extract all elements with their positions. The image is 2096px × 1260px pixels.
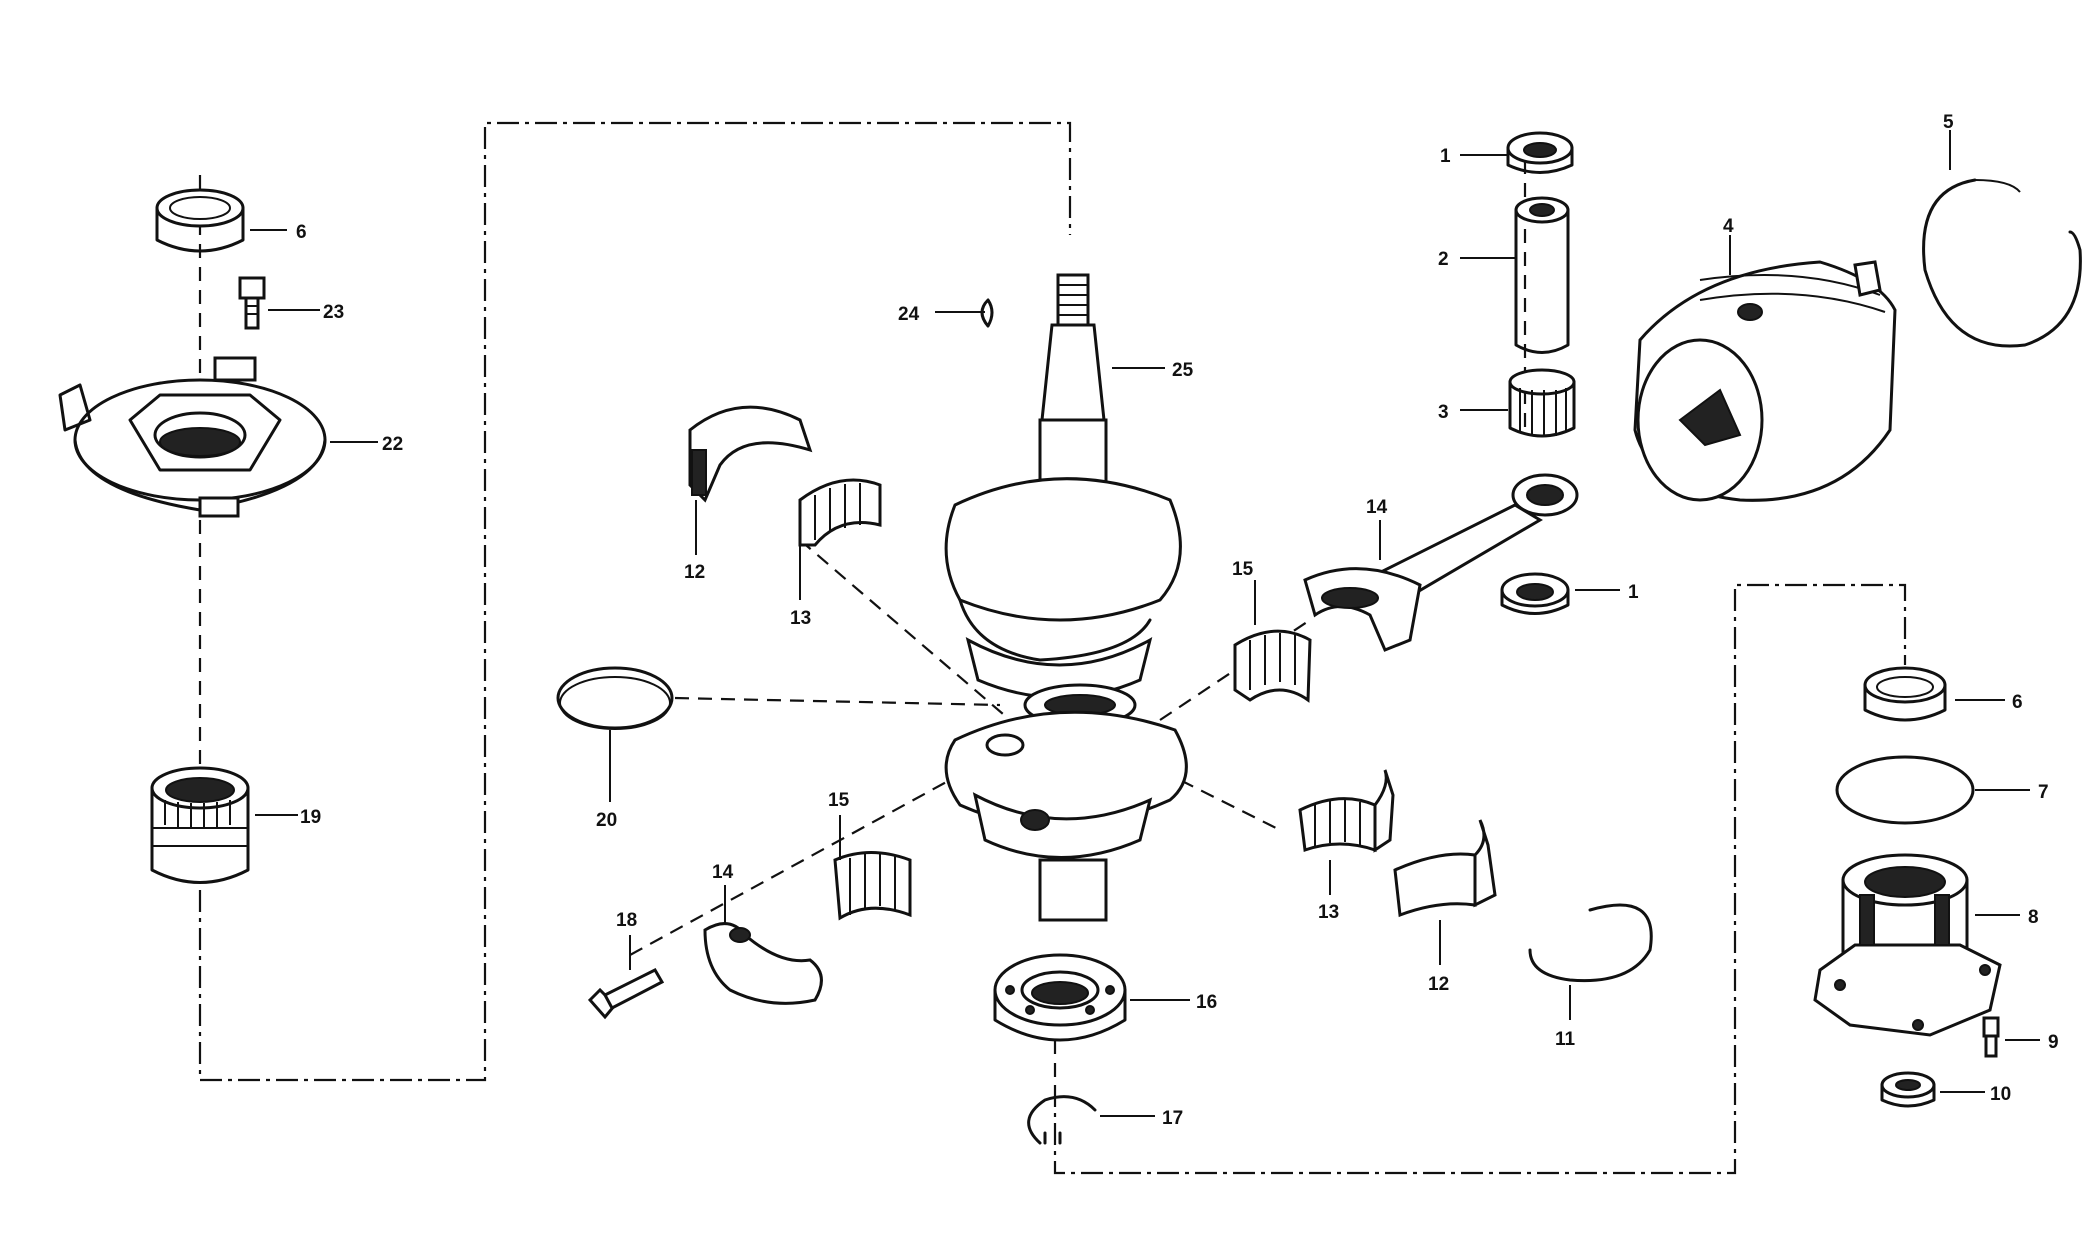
bearing-cage-12-lower [1393, 819, 1497, 918]
key-24 [980, 298, 994, 328]
needle-bearing-3 [1508, 368, 1576, 438]
leader-lines [250, 130, 2040, 1117]
callout-7-o-ring: 7 [2038, 782, 2049, 803]
rod-cap-14 [703, 922, 823, 1005]
callout-5-ring: 5 [1943, 112, 1954, 133]
callout-6-seal-right: 6 [2012, 692, 2023, 713]
callout-14-rod: 14 [1366, 497, 1388, 518]
callout-2-pin: 2 [1438, 249, 1449, 270]
piston-ring-5 [1922, 178, 2082, 348]
retainer-plate-22 [58, 356, 327, 518]
callout-18-bolt: 18 [616, 910, 637, 931]
bearing-19 [150, 766, 250, 884]
callout-15-upper: 15 [1232, 559, 1254, 580]
connecting-rod-14 [1303, 473, 1579, 652]
callout-24-key: 24 [898, 304, 920, 325]
seal-upper-left [155, 188, 245, 253]
piston-4 [1633, 260, 1897, 502]
o-ring-7 [1835, 755, 1975, 825]
nut-10 [1880, 1071, 1936, 1108]
ball-bearing-16 [993, 953, 1127, 1042]
bushing-1-upper [1506, 131, 1574, 174]
snap-ring-17 [1027, 1095, 1097, 1145]
callout-13-lower: 13 [1318, 902, 1339, 923]
bolt-23 [238, 276, 266, 330]
bushing-1-lower [1500, 572, 1570, 615]
crankshaft-25 [944, 273, 1188, 922]
callout-3-bearing: 3 [1438, 402, 1449, 423]
callout-4-piston: 4 [1723, 216, 1734, 237]
callout-9-bolt: 9 [2048, 1032, 2059, 1053]
callout-17-snap-ring: 17 [1162, 1108, 1183, 1129]
callout-1-lower: 1 [1628, 582, 1639, 603]
bolt-9 [1982, 1016, 2000, 1058]
bearing-cage-12-upper [688, 405, 813, 503]
bearing-housing-8 [1813, 853, 2002, 1037]
callout-12-upper: 12 [684, 562, 705, 583]
needle-bearing-15-lower [833, 851, 912, 921]
needle-bearing-13-lower [1298, 769, 1395, 853]
needle-bearing-13-upper [798, 478, 882, 547]
callout-1-upper: 1 [1440, 146, 1451, 167]
callout-19-bearing: 19 [300, 807, 321, 828]
assembly-lines [198, 121, 1907, 1175]
seal-lower-right [1863, 666, 1947, 722]
callout-15-lower: 15 [828, 790, 850, 811]
snap-ring-11 [1528, 903, 1653, 983]
callout-14-cap: 14 [712, 862, 734, 883]
callout-12-lower: 12 [1428, 974, 1449, 995]
callout-20-ring: 20 [596, 810, 617, 831]
callout-13-upper: 13 [790, 608, 811, 629]
bolt-18 [587, 968, 665, 1020]
callout-11-snap-ring: 11 [1555, 1029, 1576, 1050]
needle-bearing-15-upper [1233, 629, 1312, 703]
callout-6-seal-left: 6 [296, 222, 307, 243]
piston-pin-2 [1514, 196, 1570, 354]
callout-25-crankshaft: 25 [1172, 360, 1194, 381]
ring-20 [556, 666, 674, 730]
callout-10-nut: 10 [1990, 1084, 2011, 1105]
callout-22-plate: 22 [382, 434, 403, 455]
callout-16-ball-bearing: 16 [1196, 992, 1217, 1013]
callout-23-bolt: 23 [323, 302, 344, 323]
callout-labels: 6 23 22 19 24 25 12 13 20 15 14 1 2 3 1 … [296, 112, 2059, 1129]
callout-8-housing: 8 [2028, 907, 2039, 928]
